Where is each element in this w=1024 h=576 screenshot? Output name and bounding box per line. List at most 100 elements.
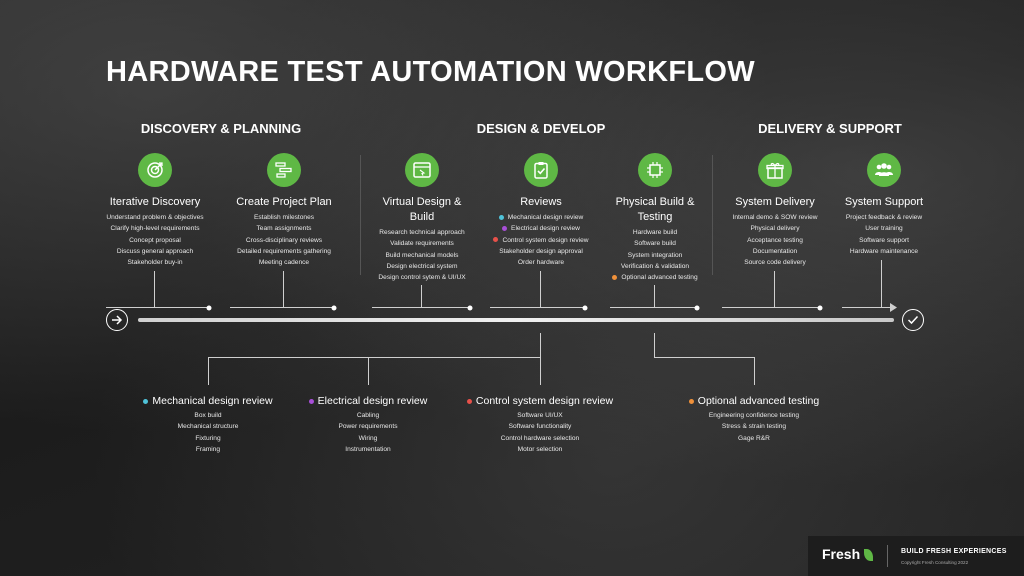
detail-optional-advanced-testing: Optional advanced testing Engineering co… <box>654 394 854 444</box>
stage-item: Hardware build <box>632 229 678 236</box>
detail-electrical-design-review: Electrical design review Cabling Power r… <box>268 394 468 455</box>
stage-title: Virtual Design & Build <box>382 196 462 223</box>
connector-line <box>722 307 820 308</box>
stage-item: Validate requirements <box>390 240 454 248</box>
stage-item: Design control sytem & UI/UX <box>378 274 466 282</box>
stage-item: Team assignments <box>256 225 312 233</box>
footer-brand-panel <box>808 536 1024 576</box>
connector-line <box>540 357 541 385</box>
connector-line <box>540 271 541 307</box>
connector-line <box>208 357 541 358</box>
stage-item: Research technical approach <box>379 229 465 236</box>
connector-line <box>283 271 284 307</box>
footer-copyright: Copyright Fresh Consulting 2022 <box>901 560 969 565</box>
stage-item: Detailed requirements gathering <box>237 247 331 255</box>
stage-item: Order hardware <box>517 259 565 267</box>
connector-line <box>208 357 209 385</box>
mechanical-dot <box>143 398 149 404</box>
electrical-dot <box>502 226 508 232</box>
finish-check-icon <box>902 309 924 331</box>
connector-line <box>654 285 655 307</box>
start-arrow-icon <box>106 309 128 331</box>
stage-item: Meeting cadence <box>258 259 310 267</box>
stage-title: Physical Build & Testing <box>615 196 695 223</box>
phase-delivery-support: DELIVERY & SUPPORT <box>758 121 902 136</box>
leaf-icon <box>864 549 873 561</box>
stage-iterative-discovery: Iterative Discovery Understand problem &… <box>85 195 225 268</box>
footer-tagline: BUILD FRESH EXPERIENCES <box>901 548 1007 555</box>
stage-item: Physical delivery <box>750 225 800 233</box>
fresh-logo: Fresh <box>822 546 861 562</box>
stage-reviews: Reviews Mechanical design review Electri… <box>471 195 611 268</box>
stage-item: System integration <box>627 251 683 259</box>
stage-physical-build-testing: Physical Build & Testing Hardware build … <box>585 195 725 283</box>
gift-box-icon <box>758 153 792 187</box>
target-icon <box>138 153 172 187</box>
chip-icon <box>638 153 672 187</box>
detail-item: Cabling <box>356 412 380 419</box>
stage-item: Source code delivery <box>744 259 806 267</box>
phase-discovery-planning: DISCOVERY & PLANNING <box>140 121 302 136</box>
detail-item: Motor selection <box>517 445 563 453</box>
detail-item: Stress & strain testing <box>721 423 787 431</box>
phase-divider <box>712 155 713 275</box>
stage-item: Verification & validation <box>620 262 690 270</box>
connector-dot <box>817 305 823 310</box>
stage-title: Iterative Discovery <box>109 196 201 208</box>
advanced-dot <box>688 398 694 404</box>
phase-divider <box>360 155 361 275</box>
footer-divider <box>887 545 888 567</box>
connector-dot <box>331 305 337 310</box>
connector-dot <box>467 305 473 310</box>
detail-item: Engineering confidence testing <box>708 412 800 419</box>
stage-title: Reviews <box>520 196 562 208</box>
stage-item: Documentation <box>752 247 798 255</box>
connector-line <box>230 307 334 308</box>
connector-dot <box>694 305 700 310</box>
electrical-dot <box>308 398 314 404</box>
detail-item: Mechanical structure <box>177 423 239 431</box>
users-icon <box>867 153 901 187</box>
stage-item: Build mechanical models <box>385 251 459 259</box>
stage-item: Design electrical system <box>386 262 458 270</box>
control-dot <box>493 237 499 243</box>
stage-system-support: System Support Project feedback & review… <box>814 195 954 257</box>
connector-line <box>106 307 209 308</box>
detail-title: Optional advanced testing <box>697 395 820 407</box>
detail-title: Electrical design review <box>317 395 428 407</box>
connector-line <box>154 271 155 307</box>
detail-item: Framing <box>195 445 221 453</box>
timeline-icon <box>267 153 301 187</box>
detail-control-system-design-review: Control system design review Software UI… <box>440 394 640 455</box>
clipboard-check-icon <box>524 153 558 187</box>
connector-line <box>842 307 894 308</box>
stage-item: Project feedback & review <box>845 214 923 221</box>
stage-item: Software support <box>859 236 909 244</box>
stage-item: Stakeholder design approval <box>499 247 583 255</box>
detail-item: Control hardware selection <box>500 434 580 442</box>
detail-title: Mechanical design review <box>152 395 273 407</box>
stage-item: Concept proposal <box>129 236 181 244</box>
detail-item: Fixturing <box>195 434 221 442</box>
connector-line <box>754 357 755 385</box>
stage-title: Create Project Plan <box>236 196 332 208</box>
control-dot <box>466 398 472 404</box>
connector-line <box>540 333 541 358</box>
connector-line <box>654 357 754 358</box>
stage-title: System Delivery <box>735 196 815 208</box>
stage-title: System Support <box>844 196 924 208</box>
stage-item: Electrical design review <box>471 223 611 234</box>
detail-item: Software functionality <box>508 423 572 431</box>
phase-design-develop: DESIGN & DEVELOP <box>476 121 606 136</box>
connector-line <box>372 307 470 308</box>
stage-item: Software build <box>634 240 676 248</box>
connector-line <box>881 260 882 307</box>
stage-item: Establish milestones <box>253 214 315 221</box>
detail-item: Wiring <box>358 434 378 442</box>
connector-dot <box>206 305 212 310</box>
connector-line <box>368 357 369 385</box>
stage-item: Internal demo & SOW review <box>732 214 818 221</box>
detail-item: Box build <box>194 412 222 419</box>
connector-line <box>421 285 422 307</box>
stage-item: Understand problem & objectives <box>106 214 204 221</box>
